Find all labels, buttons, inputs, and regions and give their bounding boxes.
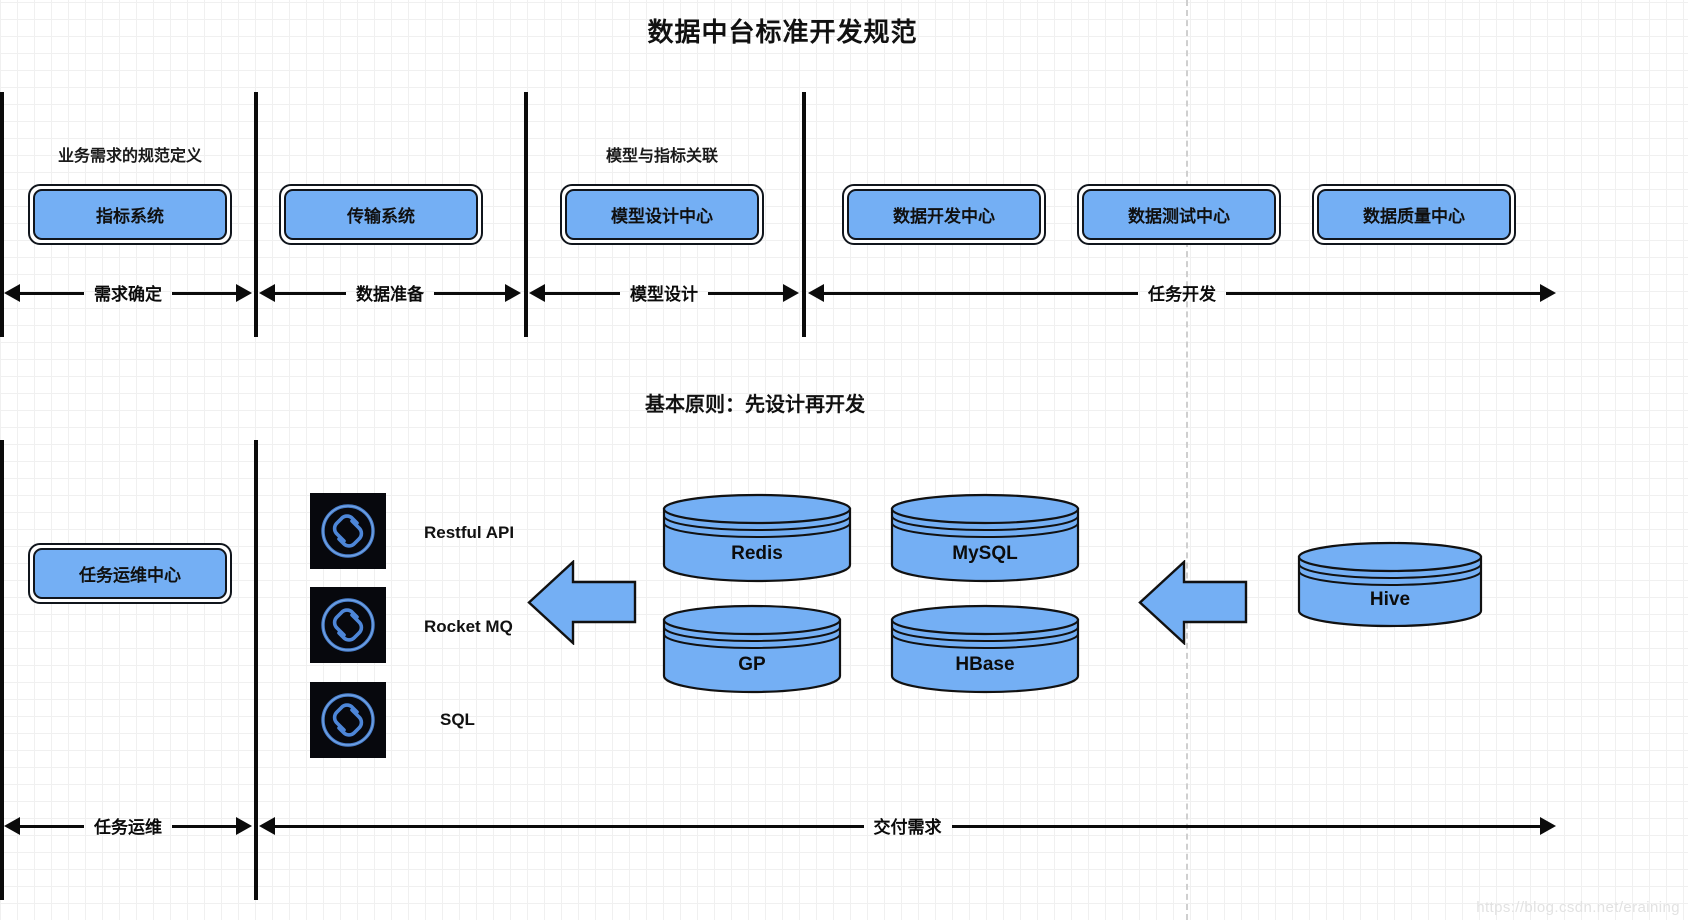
arrow-head-left-icon: [529, 284, 545, 302]
arrow-shaft: [545, 291, 620, 295]
arrow-shaft: [20, 824, 84, 828]
node-transfer-system[interactable]: 传输系统: [279, 184, 483, 245]
phase-label-task-ops: 任务运维: [94, 817, 162, 837]
arrow-head-left-icon: [4, 817, 20, 835]
arrow-shaft: [172, 824, 236, 828]
interface-label-sql: SQL: [440, 710, 475, 729]
arrow-head-right-icon: [1540, 817, 1556, 835]
watermark: https://blog.csdn.net/eraining: [1476, 899, 1680, 916]
phase-arrow-task-ops: 任务运维: [4, 815, 252, 837]
phase-arrow-model-design: 模型设计: [529, 282, 799, 304]
principle-text: 基本原则：先设计再开发: [645, 394, 865, 416]
phase-label-data-prep: 数据准备: [356, 284, 424, 304]
arrow-head-left-icon: [259, 817, 275, 835]
bottom-separator-1: [254, 440, 258, 900]
node-data-quality-center[interactable]: 数据质量中心: [1312, 184, 1516, 245]
phase-arrow-task-dev: 任务开发: [808, 282, 1556, 304]
top-separator-3: [802, 92, 806, 337]
interface-label-rocket-mq: Rocket MQ: [424, 617, 513, 636]
top-separator-2: [524, 92, 528, 337]
node-model-design-center-label: 模型设计中心: [565, 189, 759, 240]
arrow-head-right-icon: [1540, 284, 1556, 302]
arrow-head-left-icon: [4, 284, 20, 302]
arrow-shaft: [275, 824, 864, 828]
caption-model-metric-relation: 模型与指标关联: [605, 148, 718, 165]
arrow-head-right-icon: [236, 284, 252, 302]
arrow-shaft: [434, 291, 505, 295]
node-metric-system[interactable]: 指标系统: [28, 184, 232, 245]
top-separator-0: [0, 92, 4, 337]
arrow-shaft: [708, 291, 783, 295]
dashed-guide-line: [1186, 0, 1188, 920]
interface-label-restful-api: Restful API: [424, 523, 515, 542]
phase-label-task-dev: 任务开发: [1148, 284, 1216, 304]
caption-business-requirement: 业务需求的规范定义: [57, 148, 202, 165]
phase-arrow-data-prep: 数据准备: [259, 282, 521, 304]
link-icon: [310, 493, 386, 569]
arrow-head-right-icon: [236, 817, 252, 835]
store-gp[interactable]: GP: [662, 604, 842, 694]
node-model-design-center[interactable]: 模型设计中心: [560, 184, 764, 245]
node-data-dev-center[interactable]: 数据开发中心: [842, 184, 1046, 245]
node-data-dev-center-label: 数据开发中心: [847, 189, 1041, 240]
phase-arrow-requirement: 需求确定: [4, 282, 252, 304]
node-data-test-center[interactable]: 数据测试中心: [1077, 184, 1281, 245]
node-data-test-center-label: 数据测试中心: [1082, 189, 1276, 240]
phase-label-delivery: 交付需求: [873, 817, 942, 837]
store-mysql[interactable]: MySQL: [890, 493, 1080, 583]
top-separator-1: [254, 92, 258, 337]
store-hbase[interactable]: HBase: [890, 604, 1080, 694]
arrow-shaft: [951, 824, 1540, 828]
block-arrow-left-from-hive: [1138, 560, 1248, 645]
arrow-shaft: [20, 291, 84, 295]
block-arrow-left-to-interfaces: [527, 560, 637, 645]
arrow-shaft: [824, 291, 1138, 295]
link-icon: [310, 682, 386, 758]
node-metric-system-label: 指标系统: [33, 189, 227, 240]
arrow-head-right-icon: [505, 284, 521, 302]
arrow-head-right-icon: [783, 284, 799, 302]
node-task-ops-center[interactable]: 任务运维中心: [28, 543, 232, 604]
node-data-quality-center-label: 数据质量中心: [1317, 189, 1511, 240]
phase-arrow-delivery: 交付需求: [259, 815, 1556, 837]
link-icon: [310, 587, 386, 663]
phase-label-requirement: 需求确定: [94, 284, 162, 304]
bottom-separator-0: [0, 440, 4, 900]
arrow-shaft: [1226, 291, 1540, 295]
node-task-ops-center-label: 任务运维中心: [33, 548, 227, 599]
store-redis[interactable]: Redis: [662, 493, 852, 583]
store-hive[interactable]: Hive: [1297, 541, 1483, 628]
page-title: 数据中台标准开发规范: [647, 17, 918, 47]
arrow-head-left-icon: [808, 284, 824, 302]
arrow-head-left-icon: [259, 284, 275, 302]
arrow-shaft: [172, 291, 236, 295]
node-transfer-system-label: 传输系统: [284, 189, 478, 240]
arrow-shaft: [275, 291, 346, 295]
phase-label-model-design: 模型设计: [630, 284, 698, 304]
